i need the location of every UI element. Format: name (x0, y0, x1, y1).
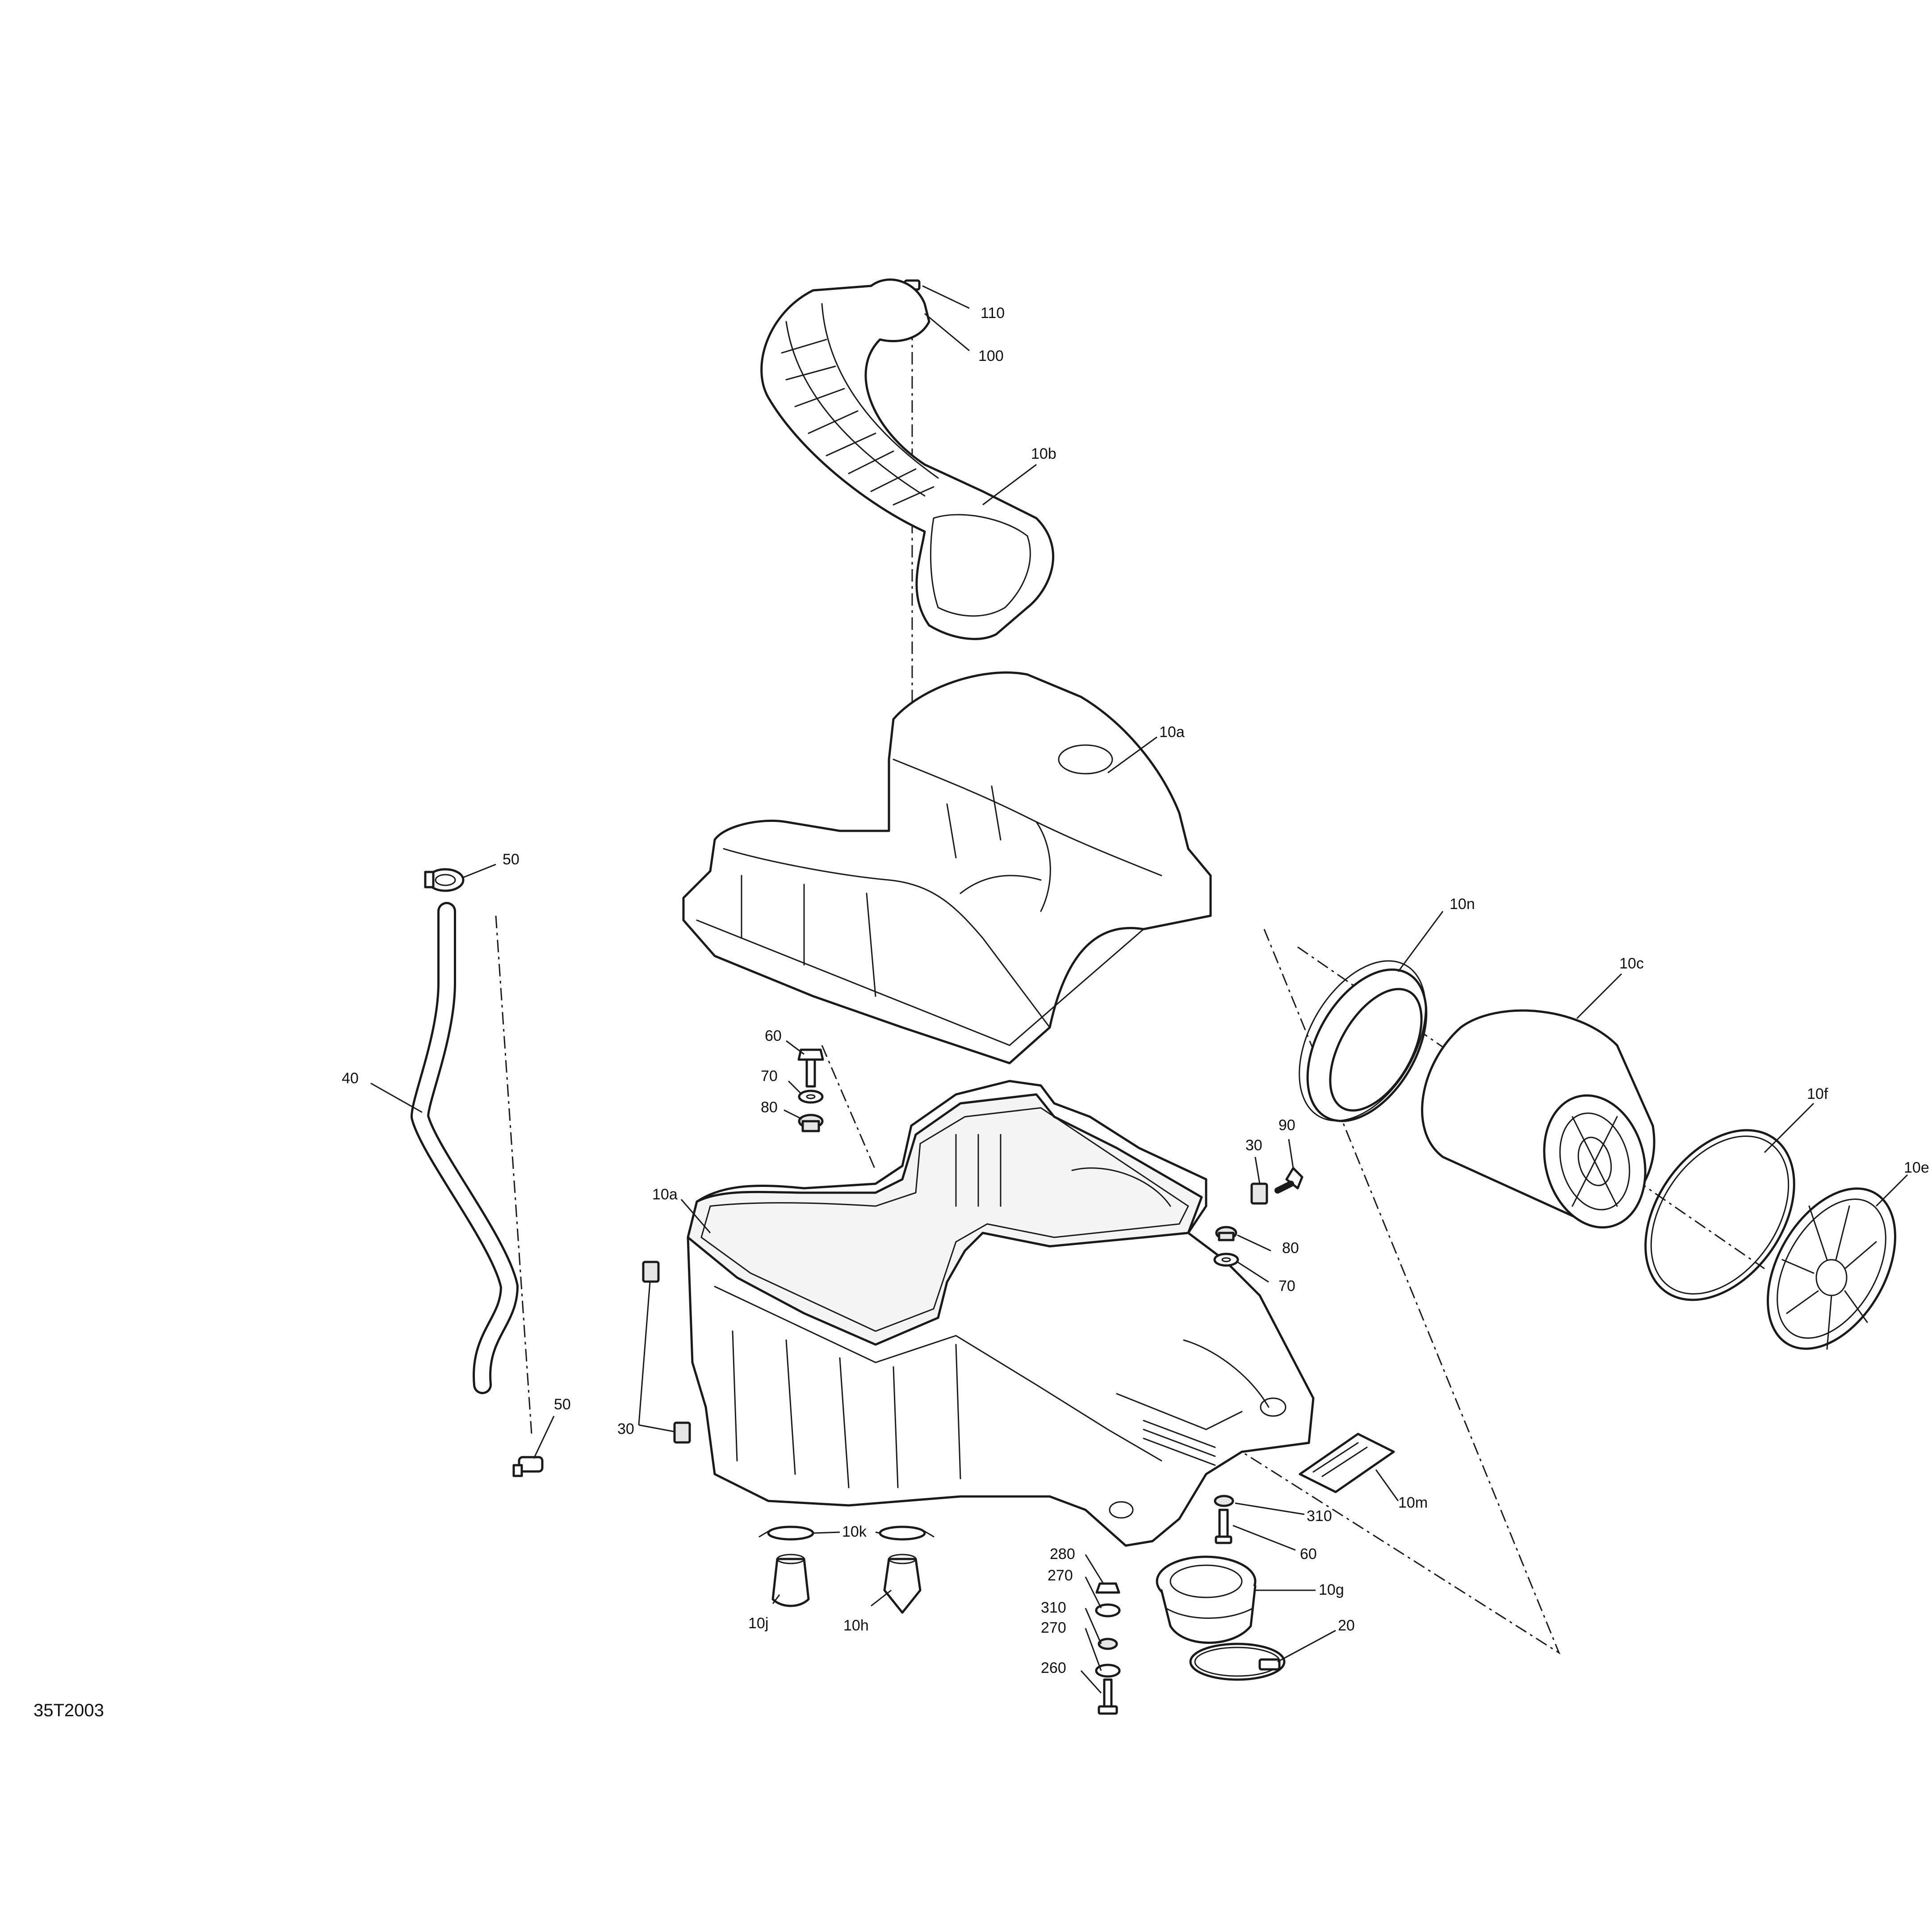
sealing-ring-10n[interactable] (1273, 939, 1451, 1143)
callout-280: 280 (1050, 1546, 1075, 1563)
clip-30-left-upper[interactable] (642, 1261, 660, 1283)
filter-cover-10e[interactable] (1742, 1166, 1922, 1371)
clamp-50-bottom[interactable] (512, 1456, 544, 1477)
clamp-10k-left[interactable] (759, 1525, 814, 1541)
callout-10h: 10h (843, 1617, 869, 1634)
bolt-60-left[interactable] (797, 1048, 824, 1088)
callout-40: 40 (342, 1070, 359, 1087)
valve-10h[interactable] (883, 1554, 922, 1614)
callout-50-top: 50 (503, 851, 520, 868)
callout-60-left: 60 (765, 1027, 782, 1044)
clamp-10k-right[interactable] (879, 1525, 935, 1541)
hose-clamp-20[interactable] (1189, 1643, 1286, 1681)
callout-100: 100 (978, 348, 1004, 365)
washer-310-right[interactable] (1214, 1495, 1234, 1507)
callout-10a-top: 10a (1159, 724, 1185, 741)
bolt-60-right[interactable] (1215, 1509, 1232, 1544)
airbox-cover-10a[interactable] (682, 671, 1212, 1064)
callout-10n: 10n (1450, 896, 1475, 913)
intake-duct-10b[interactable] (760, 278, 1055, 640)
bolt-260[interactable] (1098, 1678, 1118, 1715)
callout-70-right: 70 (1278, 1278, 1295, 1295)
callout-10c: 10c (1619, 955, 1644, 972)
air-filter-10c[interactable] (1421, 1009, 1660, 1239)
clip-30-left-lower[interactable] (673, 1421, 691, 1444)
valve-10j[interactable] (771, 1554, 810, 1607)
callout-80-left: 80 (761, 1099, 778, 1116)
callout-270-b: 270 (1041, 1619, 1066, 1636)
washer-270-lower[interactable] (1095, 1664, 1121, 1678)
callout-10b: 10b (1031, 445, 1056, 462)
callout-310-right: 310 (1307, 1508, 1332, 1525)
clamp-50-top[interactable] (424, 868, 465, 892)
callout-80-right: 80 (1282, 1240, 1299, 1257)
bolt-90[interactable] (1274, 1167, 1303, 1194)
diagram-reference-id: 35T2003 (34, 1701, 104, 1720)
callout-labels: 110 100 10b 10a 50 40 60 70 80 10a 30 90… (342, 305, 1929, 1676)
callout-310-left: 310 (1041, 1599, 1066, 1616)
breather-hose-40[interactable] (411, 902, 519, 1394)
nut-280[interactable] (1095, 1582, 1120, 1594)
callout-10e: 10e (1904, 1159, 1929, 1176)
grommet-80-right[interactable] (1215, 1226, 1237, 1241)
seal-ring-10f[interactable] (1615, 1102, 1825, 1328)
callout-110: 110 (981, 305, 1005, 322)
washer-270-upper[interactable] (1095, 1603, 1121, 1618)
callout-70-left: 70 (761, 1068, 778, 1085)
washer-70-right[interactable] (1213, 1253, 1239, 1267)
intake-boot-10g[interactable] (1156, 1555, 1257, 1644)
grommet-80-left[interactable] (798, 1114, 824, 1132)
airbox-base-10a[interactable] (687, 1080, 1315, 1547)
callout-50-bottom: 50 (554, 1396, 571, 1413)
callout-10g: 10g (1319, 1581, 1344, 1598)
callout-270-a: 270 (1048, 1567, 1073, 1584)
callout-10f: 10f (1807, 1085, 1828, 1102)
washer-70-left[interactable] (798, 1090, 824, 1104)
callout-30-left: 30 (617, 1421, 634, 1437)
callout-10k: 10k (842, 1523, 867, 1540)
callout-60-right: 60 (1300, 1546, 1317, 1563)
callout-20: 20 (1338, 1617, 1355, 1634)
callout-30-right: 30 (1245, 1137, 1262, 1154)
clip-30-right[interactable] (1250, 1182, 1268, 1205)
label-10m[interactable] (1299, 1433, 1395, 1493)
callout-260: 260 (1041, 1660, 1066, 1676)
washer-310-left[interactable] (1098, 1638, 1118, 1650)
callout-10a-bottom: 10a (652, 1186, 678, 1203)
leader-lines (370, 285, 1908, 1694)
callout-10m: 10m (1398, 1494, 1428, 1511)
callout-90: 90 (1278, 1117, 1295, 1134)
callout-10j: 10j (748, 1615, 768, 1632)
